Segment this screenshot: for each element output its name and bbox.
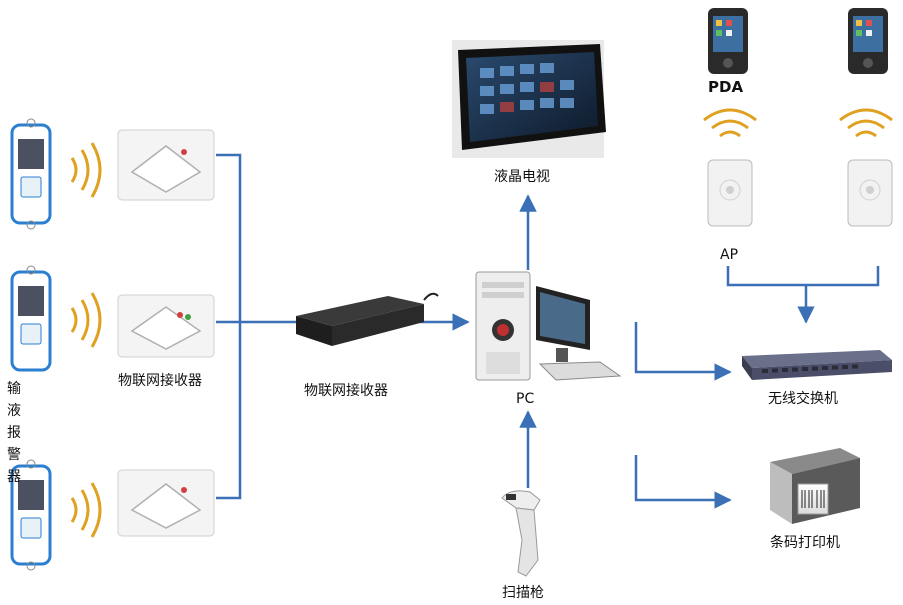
link-receiver-top (216, 153, 242, 500)
iot-receiver-left-label: 物联网接收器 (118, 373, 202, 389)
access-point-1 (707, 159, 753, 227)
scanner-label: 扫描枪 (502, 585, 544, 601)
wireless-signal-icon-1 (70, 142, 102, 198)
infusion-alarm-label: 输 液 报 警 器 (4, 378, 24, 488)
wireless-switch (742, 350, 892, 380)
lcd-tv-label: 液晶电视 (494, 169, 550, 185)
barcode-printer (770, 448, 860, 524)
infusion-alarm-label-char: 输 (7, 381, 21, 397)
iot-receiver-center-label: 物联网接收器 (304, 383, 388, 399)
infusion-alarm-device-2 (10, 265, 52, 372)
link-pc-to-switch (634, 322, 732, 381)
ap-signal-icon-2 (839, 108, 893, 138)
wireless-signal-icon-2 (70, 292, 102, 348)
connection-lines (216, 153, 880, 509)
infusion-alarm-label-char: 器 (7, 469, 21, 485)
iot-receiver-unit-2 (117, 294, 215, 358)
infusion-alarm-label-char: 液 (7, 403, 21, 419)
barcode-printer-label: 条码打印机 (770, 535, 840, 551)
ap-label: AP (720, 247, 739, 263)
pda-device-2 (848, 8, 888, 74)
pda-device-1 (708, 8, 748, 74)
infusion-alarm-label-char: 报 (7, 425, 21, 441)
iot-receiver-unit-1 (117, 129, 215, 201)
pc-computer (475, 271, 622, 381)
link-ap-to-switch (726, 266, 880, 322)
wireless-switch-label: 无线交换机 (768, 391, 838, 407)
link-pc-to-printer (634, 455, 732, 509)
iot-receiver-rack-unit (296, 292, 439, 346)
infusion-alarm-device-1 (10, 118, 52, 230)
ap-signal-icon-1 (703, 108, 757, 138)
access-point-2 (847, 159, 893, 227)
iot-receiver-unit-3 (117, 469, 215, 537)
wireless-signal-icon-3 (70, 482, 102, 538)
pda-label: PDA (708, 78, 744, 96)
infusion-alarm-label-char: 警 (7, 447, 21, 463)
barcode-scanner (501, 490, 541, 577)
pc-label: PC (516, 391, 535, 407)
lcd-tv (452, 40, 606, 158)
infusion-alarm-device-3 (10, 459, 52, 571)
